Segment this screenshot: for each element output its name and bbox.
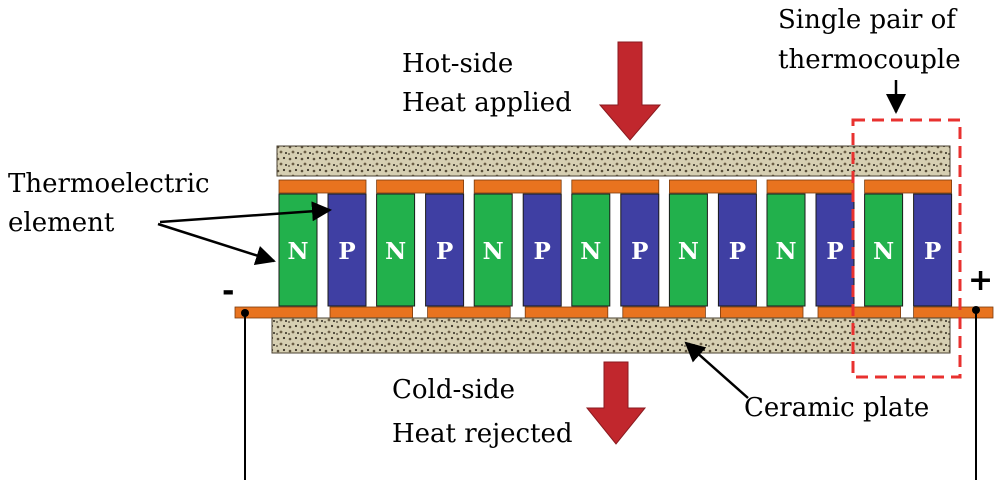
leg-label-1: N: [287, 238, 308, 265]
top-conductor-strip-2: [376, 179, 465, 194]
leg-label-12: P: [826, 238, 843, 265]
n-type-leg-11: [766, 193, 806, 307]
bottom-conductor-strip-1: [329, 306, 413, 319]
p-type-leg-4: [425, 193, 465, 307]
leg-label-3: N: [385, 238, 406, 265]
n-type-leg-3: [376, 193, 416, 307]
thermoelectric-label-line2: element: [8, 208, 115, 238]
bottom-conductor-strips: [234, 306, 994, 319]
top-conductor-strips: [278, 179, 952, 194]
negative-terminal-label: -: [222, 274, 234, 309]
leg-label-5: N: [483, 238, 504, 265]
leg-label-6: P: [534, 238, 551, 265]
negative-terminal-dot: [241, 309, 249, 317]
bottom-conductor-strip-6: [817, 306, 901, 319]
ceramic-plate-label: Ceramic plate: [744, 393, 929, 423]
thermoelectric-pointer-2: [159, 201, 332, 224]
hot-side-label-line1: Hot-side: [402, 49, 513, 79]
bottom-ceramic-plate: [271, 317, 951, 354]
top-conductor-strip-6: [766, 179, 855, 194]
p-type-leg-8: [620, 193, 660, 307]
n-type-leg-7: [571, 193, 611, 307]
top-conductor-strip-7: [864, 179, 952, 194]
cold-side-label-line1: Cold-side: [392, 375, 515, 405]
leg-label-11: N: [775, 238, 796, 265]
hot-side-label-line2: Heat applied: [402, 88, 572, 118]
leg-label-9: N: [678, 238, 699, 265]
n-type-leg-5: [473, 193, 513, 307]
single-pair-label-line2: thermocouple: [778, 45, 961, 75]
single-pair-box: [851, 118, 962, 379]
cold-side-arrow: [585, 361, 647, 445]
bottom-conductor-strip-5: [720, 306, 804, 319]
top-ceramic-plate: [276, 145, 951, 177]
hot-side-arrow: [598, 41, 662, 141]
leg-label-8: P: [631, 238, 648, 265]
p-type-leg-6: [522, 193, 562, 307]
p-type-leg-12: [815, 193, 855, 307]
p-type-leg-14: [913, 193, 953, 307]
top-conductor-strip-1: [278, 179, 367, 194]
positive-terminal-dot: [972, 306, 980, 314]
top-conductor-strip-3: [473, 179, 562, 194]
thermoelectric-pointer-1: [157, 222, 276, 266]
leg-label-13: N: [873, 238, 894, 265]
cold-side-label-line2: Heat rejected: [392, 419, 573, 449]
leg-label-4: P: [436, 238, 453, 265]
n-type-leg-9: [668, 193, 708, 307]
p-type-leg-10: [717, 193, 757, 307]
bottom-conductor-strip-4: [622, 306, 706, 319]
top-conductor-strip-4: [571, 179, 660, 194]
leg-label-10: P: [729, 238, 746, 265]
leg-label-7: N: [580, 238, 601, 265]
n-type-leg-13: [864, 193, 904, 307]
ceramic-plate-pointer: [684, 341, 749, 399]
single-pair-label-line1: Single pair of: [778, 5, 958, 35]
bottom-conductor-strip-3: [524, 306, 609, 319]
bottom-lead-positive: [913, 306, 994, 319]
thermoelectric-label-line1: Thermoelectric: [8, 169, 210, 199]
leg-label-14: P: [924, 238, 941, 265]
top-conductor-strip-5: [669, 179, 757, 194]
positive-terminal-label: +: [968, 263, 993, 298]
bottom-conductor-strip-2: [427, 306, 511, 319]
p-type-leg-2: [327, 193, 367, 307]
leg-label-2: P: [338, 238, 355, 265]
